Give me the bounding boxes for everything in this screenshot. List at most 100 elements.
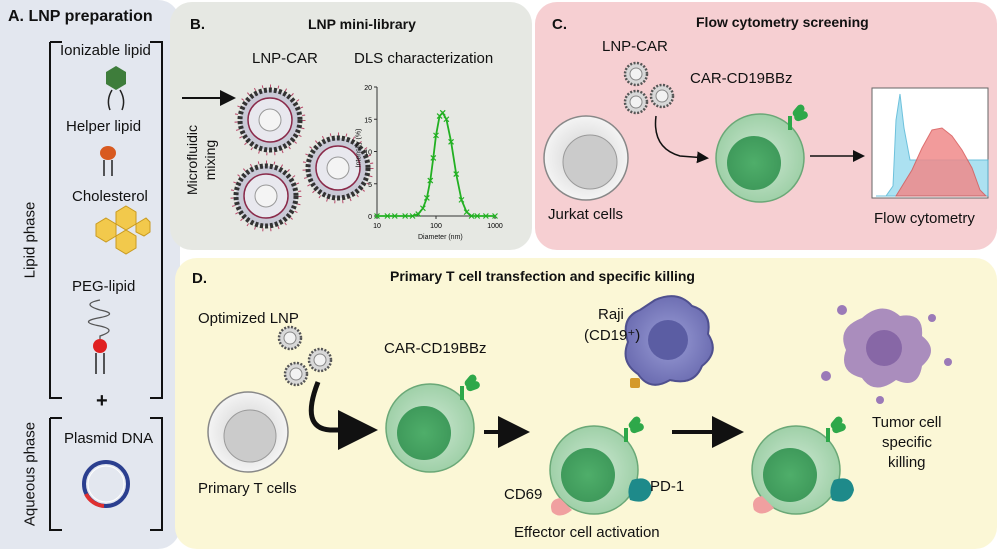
lnp-particle bbox=[307, 347, 333, 373]
lnp-particle bbox=[277, 325, 303, 351]
car-construct-label: CAR-CD19BBz bbox=[690, 70, 793, 87]
lnp-particle bbox=[236, 86, 304, 154]
cd19-antigen-icon bbox=[630, 378, 640, 388]
dls-data-point bbox=[439, 109, 446, 116]
dls-x-axis-label: Diameter (nm) bbox=[418, 234, 463, 241]
flow-histogram bbox=[871, 87, 989, 199]
cholesterol-label: Cholesterol bbox=[72, 188, 148, 205]
dls-data-point bbox=[443, 116, 450, 123]
dls-data-point bbox=[427, 177, 434, 184]
dls-chart: 0 5 10 15 20 10 100 1000 bbox=[364, 85, 503, 230]
tumor-killing-label-3: killing bbox=[888, 454, 926, 471]
cholesterol-icon bbox=[95, 205, 151, 255]
helper-lipid-icon bbox=[100, 146, 116, 176]
dls-x-tick-label: 100 bbox=[430, 223, 442, 230]
panel-c-letter: C. bbox=[552, 16, 567, 33]
dls-data-point bbox=[419, 205, 426, 212]
dls-data-point bbox=[453, 171, 460, 177]
optimized-lnp-label: Optimized LNP bbox=[198, 310, 299, 327]
cd69-icon bbox=[551, 498, 572, 516]
panel-c-title: Flow cytometry screening bbox=[696, 14, 869, 30]
aqueous-phase-label: Aqueous phase bbox=[21, 421, 39, 527]
dls-data-point bbox=[430, 155, 437, 161]
dls-y-tick-label: 10 bbox=[364, 150, 372, 157]
car-t-cell bbox=[715, 102, 809, 203]
pd1-label: PD-1 bbox=[650, 478, 685, 495]
dls-x-tick-label: 10 bbox=[373, 223, 381, 230]
dls-data-point bbox=[402, 213, 409, 219]
jurkat-cells-label: Jurkat cells bbox=[548, 206, 624, 223]
dying-tumor-cell bbox=[821, 305, 952, 404]
lnp-particle bbox=[283, 361, 309, 387]
panel-b-title: LNP mini-library bbox=[308, 16, 416, 32]
cd69-label: CD69 bbox=[504, 486, 543, 503]
plasmid-dna-icon bbox=[82, 460, 130, 508]
lnp-car-label: LNP-CAR bbox=[252, 50, 318, 67]
lipid-phase-bracket bbox=[49, 41, 62, 399]
panel-b-background bbox=[170, 2, 532, 250]
aqueous-phase-bracket bbox=[49, 417, 62, 531]
plus-sign: + bbox=[96, 390, 108, 412]
lnp-particle bbox=[649, 83, 675, 109]
car-receptor-icon bbox=[460, 372, 481, 400]
dls-y-tick-label: 0 bbox=[368, 214, 372, 221]
panel-d-title: Primary T cell transfection and specific… bbox=[390, 268, 695, 284]
dls-data-point bbox=[374, 213, 380, 219]
jurkat-cell bbox=[543, 115, 629, 201]
tumor-killing-label-1: Tumor cell bbox=[872, 414, 942, 431]
raji-cell bbox=[624, 295, 714, 388]
lnp-car-label: LNP-CAR bbox=[602, 38, 668, 55]
dls-y-tick-label: 5 bbox=[368, 182, 372, 189]
cd19-label: (CD19⁺) bbox=[584, 327, 641, 344]
dls-series-line bbox=[377, 111, 495, 217]
pd1-icon bbox=[628, 478, 652, 502]
panel-b-letter: B. bbox=[190, 16, 205, 33]
dls-y-tick-label: 20 bbox=[364, 85, 372, 92]
dls-data-point bbox=[415, 211, 422, 217]
peg-lipid-label: PEG-lipid bbox=[72, 278, 136, 295]
pd1-icon bbox=[830, 478, 854, 502]
lnp-particle bbox=[623, 61, 649, 87]
dls-data-point bbox=[468, 213, 475, 219]
lipid-phase-bracket-right bbox=[150, 41, 163, 399]
car-receptor-icon bbox=[624, 414, 645, 442]
panel-a-background bbox=[0, 0, 180, 549]
dls-y-axis-label: Intensity (%) bbox=[355, 128, 363, 168]
ionizable-lipid-icon bbox=[106, 66, 126, 111]
transfection-arrow bbox=[308, 381, 378, 450]
plasmid-dna-label: Plasmid DNA bbox=[64, 430, 154, 447]
raji-label: Raji bbox=[598, 306, 624, 323]
cd69-icon bbox=[753, 496, 774, 514]
helper-lipid-label: Helper lipid bbox=[66, 118, 142, 135]
tumor-killing-label-2: specific bbox=[882, 434, 933, 451]
car-t-cell bbox=[385, 372, 481, 473]
primary-t-cell bbox=[207, 391, 289, 473]
dls-data-point bbox=[423, 195, 430, 201]
dls-data-point bbox=[482, 213, 489, 219]
dls-data-point bbox=[474, 213, 481, 219]
peg-lipid-icon bbox=[87, 299, 111, 374]
lnp-particle bbox=[623, 89, 649, 115]
primary-t-cells-label: Primary T cells bbox=[198, 480, 297, 497]
car-construct-label: CAR-CD19BBz bbox=[384, 340, 487, 357]
panel-d-letter: D. bbox=[192, 270, 207, 287]
effector-activation-label: Effector cell activation bbox=[514, 524, 660, 541]
car-receptor-icon bbox=[788, 102, 809, 130]
car-receptor-icon bbox=[826, 414, 847, 442]
lipid-phase-label: Lipid phase bbox=[21, 201, 39, 279]
mixing-label: mixing bbox=[202, 139, 218, 181]
dls-data-point bbox=[409, 213, 416, 219]
dls-data-point bbox=[448, 138, 454, 145]
dls-x-tick-label: 1000 bbox=[487, 223, 503, 230]
ionizable-lipid-label: Ionizable lipid bbox=[60, 42, 151, 59]
activated-car-t-cell bbox=[549, 414, 652, 516]
killer-car-t-cell bbox=[751, 414, 854, 515]
dls-label: DLS characterization bbox=[354, 50, 494, 67]
dls-y-tick-label: 15 bbox=[364, 117, 372, 124]
dls-data-point bbox=[458, 196, 465, 203]
panel-a-title: A. LNP preparation bbox=[8, 8, 153, 25]
dls-data-point bbox=[384, 213, 391, 219]
flow-cytometry-label: Flow cytometry bbox=[874, 210, 975, 227]
dls-data-point bbox=[391, 213, 398, 219]
